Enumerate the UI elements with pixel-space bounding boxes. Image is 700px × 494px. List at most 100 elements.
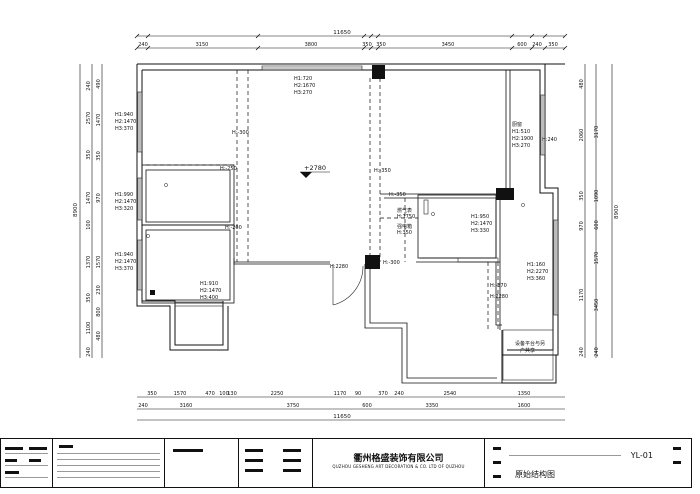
svg-text:800: 800: [96, 307, 102, 317]
svg-text:240: 240: [86, 81, 92, 91]
dimension-tick: [529, 33, 535, 39]
svg-text:370: 370: [378, 391, 388, 397]
dimension-tick: [361, 33, 367, 39]
exterior-walls: [136, 63, 565, 384]
svg-text:1090: 1090: [594, 190, 600, 203]
svg-text:240: 240: [86, 347, 92, 357]
dimension-tick: [509, 45, 515, 51]
svg-text:3170: 3170: [594, 126, 600, 139]
svg-text:1470: 1470: [86, 192, 92, 205]
svg-text:H:-250: H:-250: [220, 166, 237, 172]
title-block: 衢州格盛装饰有限公司 QUZHOU GESHENG ART DECORATION…: [0, 438, 692, 488]
svg-text:350: 350: [86, 293, 92, 303]
svg-text:1170: 1170: [579, 289, 585, 302]
svg-text:H1:510: H1:510: [512, 129, 530, 135]
svg-text:H3:320: H3:320: [115, 206, 133, 212]
title-block-company: 衢州格盛装饰有限公司 QUZHOU GESHENG ART DECORATION…: [313, 439, 485, 487]
svg-text:1570: 1570: [96, 256, 102, 269]
svg-text:240: 240: [138, 403, 148, 409]
bottom-total-dimension: 11650: [333, 414, 351, 420]
drawing-name: 原始结构图: [515, 470, 555, 479]
dimension-tick: [145, 45, 151, 51]
dimension-tick: [542, 45, 548, 51]
svg-text:H2:1470: H2:1470: [115, 259, 136, 265]
svg-text:1570: 1570: [594, 252, 600, 265]
svg-text:H3:360: H3:360: [527, 276, 545, 282]
svg-text:燃气表: 燃气表: [397, 207, 412, 214]
title-block-project: [165, 439, 239, 487]
svg-text:350: 350: [96, 151, 102, 161]
svg-text:350: 350: [579, 191, 585, 201]
svg-text:H:1750: H:1750: [397, 214, 415, 220]
svg-text:H:2280: H:2280: [330, 264, 348, 270]
svg-text:H:350: H:350: [397, 230, 412, 236]
svg-text:H3:400: H3:400: [200, 295, 218, 301]
svg-text:240: 240: [579, 347, 585, 357]
svg-text:100: 100: [86, 220, 92, 230]
svg-text:3160: 3160: [180, 403, 193, 409]
svg-text:H2:1470: H2:1470: [471, 221, 492, 227]
svg-text:+2780: +2780: [304, 164, 326, 172]
entrance-door: [332, 264, 364, 306]
svg-text:100: 100: [219, 391, 229, 397]
dimension-tick: [134, 33, 140, 39]
svg-text:490: 490: [96, 79, 102, 89]
svg-text:H3:270: H3:270: [294, 90, 312, 96]
svg-text:1570: 1570: [174, 391, 187, 397]
left-dimension-chain: 8900 240 2570 350 1470 100 1370 350 1100…: [73, 64, 103, 358]
svg-text:1350: 1350: [518, 391, 531, 397]
svg-text:厨窗: 厨窗: [512, 121, 522, 128]
svg-text:240: 240: [532, 42, 542, 48]
balcony-note-line-1: 设备平台与另: [515, 340, 545, 347]
top-dimension-chain: 11650 240 3150 3800 350 350 3450 600 240…: [134, 30, 568, 51]
svg-text:240: 240: [138, 42, 148, 48]
svg-text:H2:1470: H2:1470: [115, 199, 136, 205]
svg-text:H2:1670: H2:1670: [294, 83, 315, 89]
svg-text:350: 350: [86, 150, 92, 160]
svg-text:2570: 2570: [86, 112, 92, 125]
svg-text:90: 90: [355, 391, 361, 397]
svg-text:130: 130: [227, 391, 237, 397]
svg-text:970: 970: [579, 221, 585, 231]
svg-text:600: 600: [594, 220, 600, 230]
balcony-note: 设备平台与另 一户共享: [515, 340, 545, 354]
ceiling-level-mark: +2780: [300, 164, 330, 178]
svg-text:470: 470: [205, 391, 215, 397]
svg-text:H2:1470: H2:1470: [115, 119, 136, 125]
dimension-tick: [255, 33, 261, 39]
svg-text:H1:910: H1:910: [200, 281, 218, 287]
right-total-dimension: 8900: [614, 205, 620, 219]
svg-text:H2:2270: H2:2270: [527, 269, 548, 275]
svg-text:350: 350: [376, 42, 386, 48]
svg-text:H3:370: H3:370: [115, 126, 133, 132]
left-total-dimension: 8900: [73, 203, 79, 217]
svg-text:1370: 1370: [86, 256, 92, 269]
title-block-drawing: 原始结构图 YL-01: [485, 439, 691, 487]
svg-text:1170: 1170: [334, 391, 347, 397]
svg-text:H1:950: H1:950: [471, 214, 489, 220]
svg-text:600: 600: [517, 42, 527, 48]
title-block-notes: [53, 439, 165, 487]
dimension-tick: [368, 33, 374, 39]
svg-text:3450: 3450: [442, 42, 455, 48]
interior-walls: [141, 70, 554, 381]
dimension-tick: [509, 33, 515, 39]
dimension-tick: [562, 45, 568, 51]
svg-text:3750: 3750: [287, 403, 300, 409]
bottom-dimension-chain: 350 1570 470 100 130 2250 1170 90 370 24…: [137, 391, 565, 421]
svg-text:H3:370: H3:370: [115, 266, 133, 272]
svg-text:350: 350: [548, 42, 558, 48]
svg-text:1100: 1100: [86, 322, 92, 335]
svg-text:H3:270: H3:270: [512, 143, 530, 149]
svg-text:3450: 3450: [594, 299, 600, 312]
svg-text:H:240: H:240: [542, 137, 557, 143]
beam-lines: [146, 70, 499, 330]
svg-text:H1:160: H1:160: [527, 262, 545, 268]
dimension-tick: [361, 45, 367, 51]
svg-text:H:-350: H:-350: [389, 192, 406, 198]
top-total-dimension: 11650: [333, 30, 351, 36]
svg-text:3350: 3350: [426, 403, 439, 409]
svg-text:240: 240: [394, 391, 404, 397]
svg-text:2060: 2060: [579, 129, 585, 142]
svg-text:H2:1900: H2:1900: [512, 136, 533, 142]
